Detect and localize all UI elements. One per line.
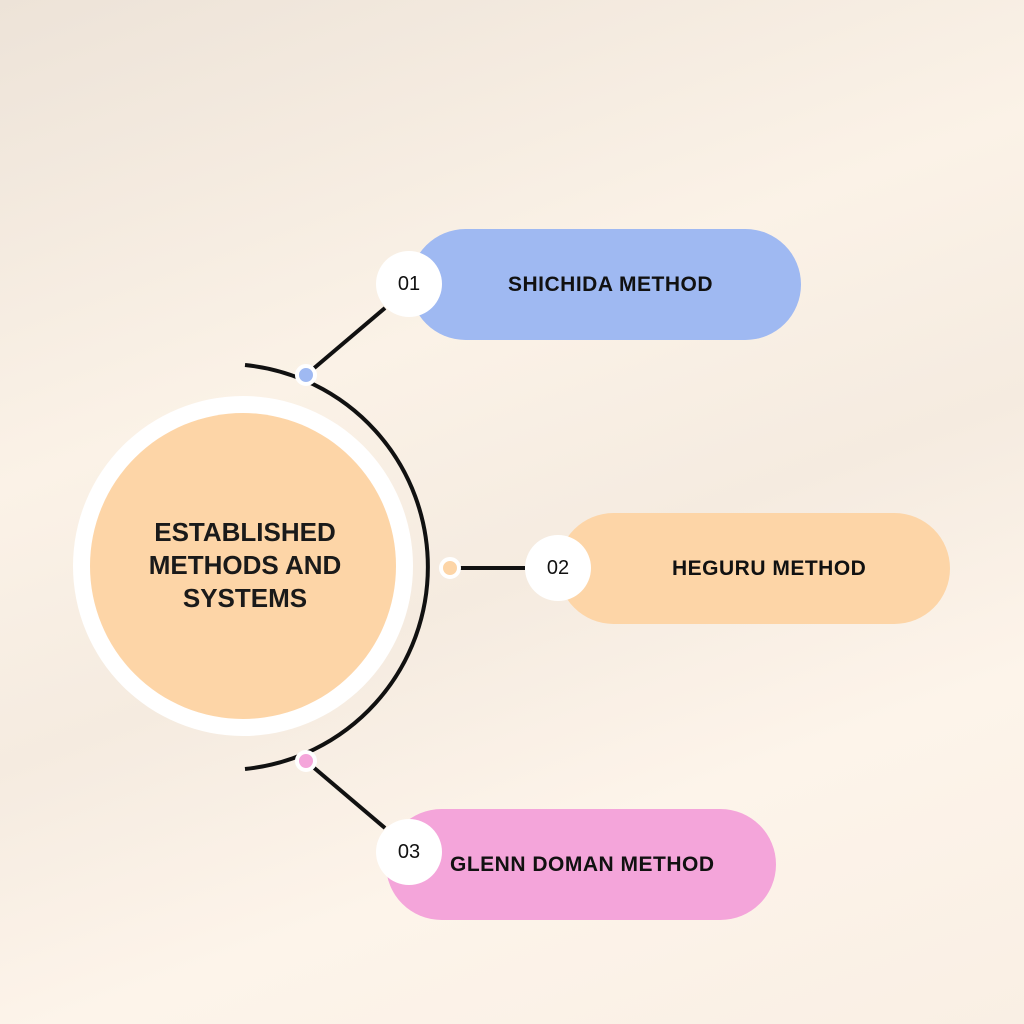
item-pill-01: SHICHIDA METHOD [410, 229, 801, 340]
center-title: ESTABLISHED METHODS AND SYSTEMS [148, 516, 342, 613]
item-label: GLENN DOMAN METHOD [450, 852, 715, 876]
item-label: SHICHIDA METHOD [508, 272, 714, 296]
item-number-02: 02 [525, 535, 591, 601]
item-pill-02: HEGURU METHOD [558, 513, 950, 624]
connector-03 [304, 759, 387, 830]
connector-01 [304, 306, 387, 377]
item-label: HEGURU METHOD [672, 556, 867, 580]
node-dot-01 [295, 364, 317, 386]
node-dot-03 [295, 750, 317, 772]
node-dot-02 [439, 557, 461, 579]
arc-line [244, 363, 430, 771]
item-pill-03: GLENN DOMAN METHOD [386, 809, 776, 920]
item-number-03: 03 [376, 819, 442, 885]
item-number-01: 01 [376, 251, 442, 317]
center-circle [90, 413, 396, 719]
